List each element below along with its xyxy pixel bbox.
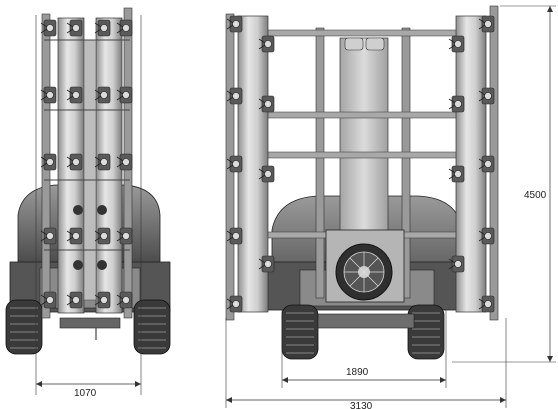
dimension-left-width: 1070 xyxy=(35,15,142,399)
dimension-total-width: 3130 xyxy=(225,318,507,409)
dimension-label-4500: 4500 xyxy=(524,190,547,201)
unfolded-sprayer-view xyxy=(225,5,499,360)
folded-sprayer-view xyxy=(5,7,171,355)
dimension-label-3130: 3130 xyxy=(350,401,373,409)
dimension-label-1070: 1070 xyxy=(74,388,97,399)
dimension-wheel-track: 1890 xyxy=(281,310,447,388)
dimension-total-height: 4500 xyxy=(452,5,556,363)
dimension-label-1890: 1890 xyxy=(346,367,369,378)
